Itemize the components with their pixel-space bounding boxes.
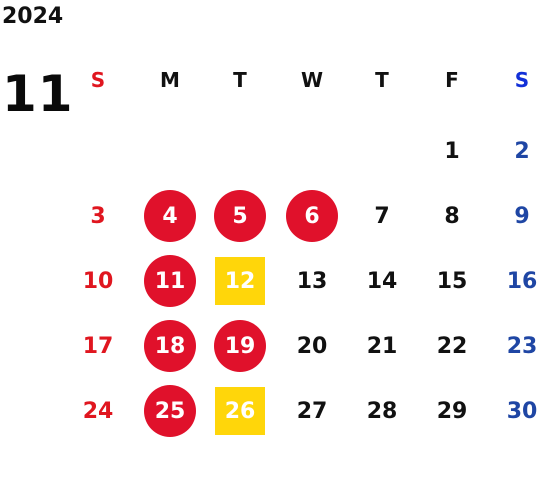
day-cell: 2 [514, 138, 530, 164]
day-cell: 15 [436, 268, 468, 294]
weekday-header-wed: W [300, 68, 324, 92]
special-day-square: 26 [215, 387, 265, 435]
day-cell-special: 12 [210, 251, 270, 311]
closed-day-circle: 5 [214, 190, 266, 242]
year-label: 2024 [2, 4, 64, 29]
day-cell-closed: 6 [282, 186, 342, 246]
weekday-header-row: S M T W T F S [68, 50, 548, 110]
day-cell: 30 [506, 398, 538, 424]
week-row-5: 24 25 26 27 28 29 30 [68, 381, 548, 441]
day-cell-special: 26 [210, 381, 270, 441]
week-row-4: 17 18 19 20 21 22 23 [68, 316, 548, 376]
day-cell: 1 [444, 138, 460, 164]
day-cell-closed: 25 [140, 381, 200, 441]
day-cell: 21 [366, 333, 398, 359]
day-cell: 28 [366, 398, 398, 424]
closed-day-circle: 18 [144, 320, 196, 372]
weekday-header-tue: T [233, 68, 247, 92]
day-cell-closed: 5 [210, 186, 270, 246]
closed-day-circle: 4 [144, 190, 196, 242]
day-cell-closed: 18 [140, 316, 200, 376]
day-cell-closed: 4 [140, 186, 200, 246]
day-cell: 22 [436, 333, 468, 359]
day-cell-closed: 19 [210, 316, 270, 376]
weekday-header-sat: S [514, 68, 530, 92]
day-cell: 7 [374, 203, 390, 229]
closed-day-circle: 19 [214, 320, 266, 372]
month-number: 11 [2, 65, 74, 123]
weekday-header-mon: M [160, 68, 180, 92]
weekday-header-thu: T [375, 68, 389, 92]
day-cell: 29 [436, 398, 468, 424]
day-cell: 13 [296, 268, 328, 294]
week-row-2: 3 4 5 6 7 8 9 [68, 186, 548, 246]
day-cell: 17 [82, 333, 114, 359]
closed-day-circle: 6 [286, 190, 338, 242]
day-cell-closed: 11 [140, 251, 200, 311]
day-cell: 10 [82, 268, 114, 294]
day-cell: 20 [296, 333, 328, 359]
weekday-header-fri: F [445, 68, 459, 92]
week-row-3: 10 11 12 13 14 15 16 [68, 251, 548, 311]
closed-day-circle: 25 [144, 385, 196, 437]
day-cell: 24 [82, 398, 114, 424]
day-cell: 9 [514, 203, 530, 229]
day-cell: 8 [444, 203, 460, 229]
weekday-header-sun: S [90, 68, 106, 92]
special-day-square: 12 [215, 257, 265, 305]
day-cell: 27 [296, 398, 328, 424]
week-row-1: 1 2 [68, 121, 548, 181]
day-cell: 23 [506, 333, 538, 359]
closed-day-circle: 11 [144, 255, 196, 307]
day-cell: 14 [366, 268, 398, 294]
day-cell: 16 [506, 268, 538, 294]
day-cell: 3 [90, 203, 106, 229]
